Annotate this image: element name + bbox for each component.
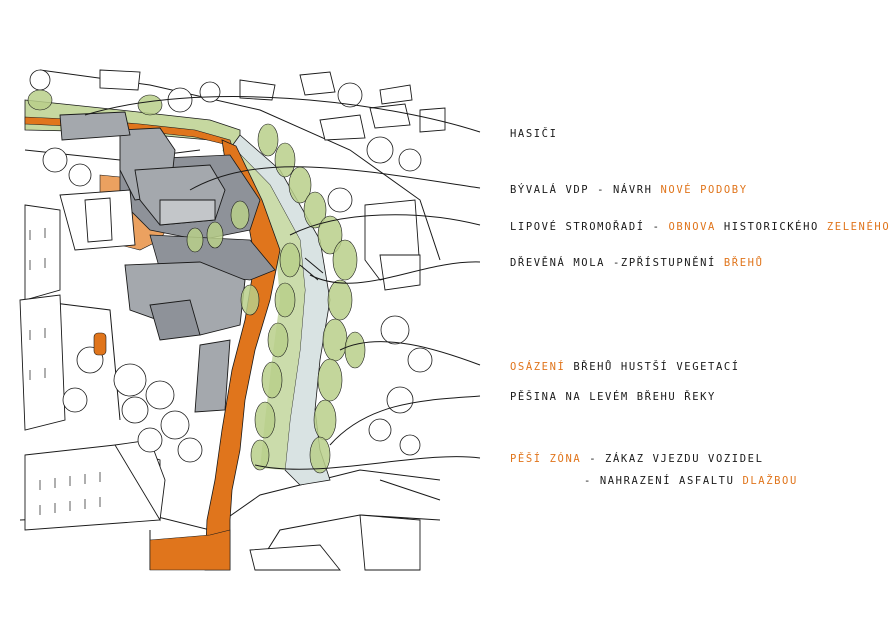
white-buildings [19, 69, 446, 571]
leader-line-hasici [84, 96, 481, 133]
outline-trees [29, 69, 433, 463]
label-dlazba: - nahrazení asfaltu dlažbou [584, 475, 798, 487]
label-pesi-zona: pěší zóna - zákaz vjezdu vozidel [510, 453, 764, 465]
orange-lower-street [149, 529, 231, 571]
leader-line-stromoradi [289, 214, 481, 236]
grey-buildings [59, 111, 246, 413]
orange-kiosk [93, 332, 107, 356]
window-marks [29, 228, 101, 515]
label-osazeni: osázení břehů hustší vegetací [510, 361, 740, 373]
leader-line-pesi-zona [254, 456, 481, 470]
leader-line-mola [309, 261, 481, 284]
label-mola: dřevěná mola -zpřístupnění břehů [510, 257, 764, 269]
label-pesina: pěšina na levém břehu řeky [510, 391, 716, 403]
river-bank-green [222, 146, 305, 470]
leader-line-pesina [329, 395, 481, 446]
leader-line-osazeni [339, 341, 481, 366]
label-stromoradi: lipové stromořadí - obnova historického … [510, 221, 894, 233]
leader-lines [84, 96, 481, 470]
label-hasici: hasiči [510, 128, 558, 140]
label-vdp: bývalá VDP - návrh nové podoby [510, 184, 748, 196]
leader-line-vdp [189, 166, 481, 191]
green-vegetation [27, 89, 366, 474]
